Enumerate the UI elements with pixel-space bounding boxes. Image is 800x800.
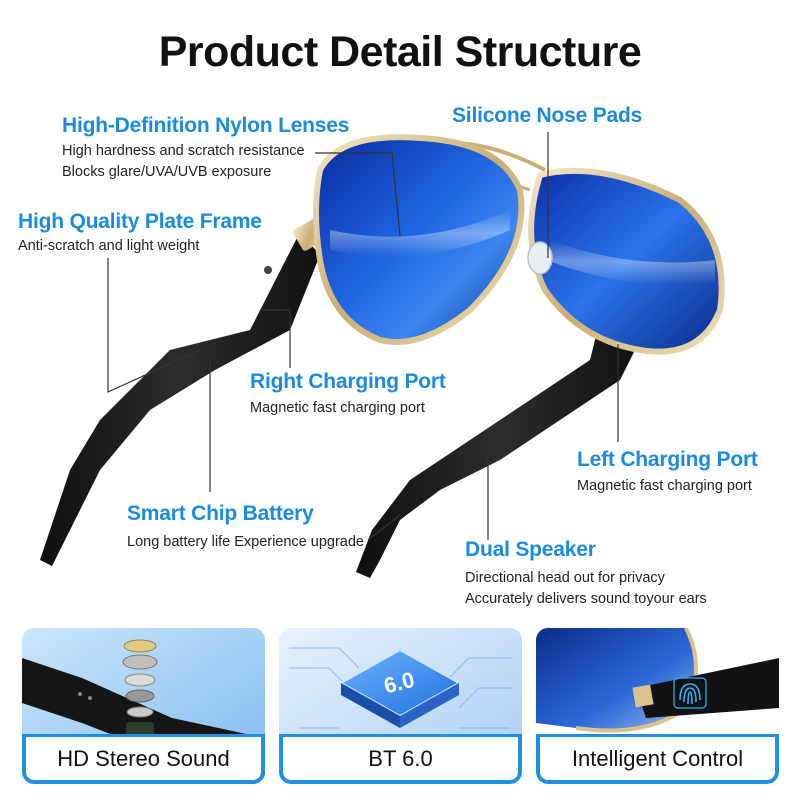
right-temple-arm — [40, 232, 320, 566]
callout-nose-pads: Silicone Nose Pads — [452, 104, 642, 128]
callout-lenses: High-Definition Nylon Lenses High hardne… — [62, 114, 349, 183]
speaker-title: Dual Speaker — [465, 538, 596, 561]
callout-right-port: Right Charging Port Magnetic fast chargi… — [250, 370, 446, 419]
panel-intelligent-control: Intelligent Control — [536, 628, 779, 784]
panel-caption-control: Intelligent Control — [536, 734, 779, 784]
callout-speaker: Dual Speaker Directional head out for pr… — [465, 538, 707, 610]
callout-left-port: Left Charging Port Magnetic fast chargin… — [577, 448, 758, 497]
glasses-illustration — [40, 132, 725, 578]
page-title: Product Detail Structure — [158, 28, 642, 76]
right-port-line-1: Magnetic fast charging port — [250, 400, 425, 416]
callout-battery: Smart Chip Battery Long battery life Exp… — [127, 502, 364, 553]
left-port-title: Left Charging Port — [577, 448, 758, 471]
frame-title: High Quality Plate Frame — [18, 210, 262, 233]
lenses-title: High-Definition Nylon Lenses — [62, 114, 350, 137]
battery-title: Smart Chip Battery — [127, 502, 314, 525]
nose-pad — [527, 241, 553, 275]
left-port-line-1: Magnetic fast charging port — [577, 478, 752, 494]
panel-caption-bt: BT 6.0 — [279, 734, 522, 784]
panel-caption-stereo: HD Stereo Sound — [22, 734, 265, 784]
speaker-line-1: Directional head out for privacy — [465, 570, 665, 586]
panel-bt: 6.0 BT 6.0 — [279, 628, 522, 784]
lenses-line-2: Blocks glare/UVA/UVB exposure — [62, 164, 272, 180]
speaker-line-2: Accurately delivers sound toyour ears — [465, 591, 707, 607]
callout-frame: High Quality Plate Frame Anti-scratch an… — [18, 210, 262, 257]
right-port-title: Right Charging Port — [250, 370, 446, 393]
lenses-line-1: High hardness and scratch resistance — [62, 143, 305, 159]
frame-line-1: Anti-scratch and light weight — [18, 238, 200, 254]
panel-stereo-sound: HD Stereo Sound — [22, 628, 265, 784]
battery-line-1: Long battery life Experience upgrade — [127, 534, 364, 550]
left-temple-arm — [356, 320, 640, 578]
nose-pads-title: Silicone Nose Pads — [452, 104, 643, 127]
